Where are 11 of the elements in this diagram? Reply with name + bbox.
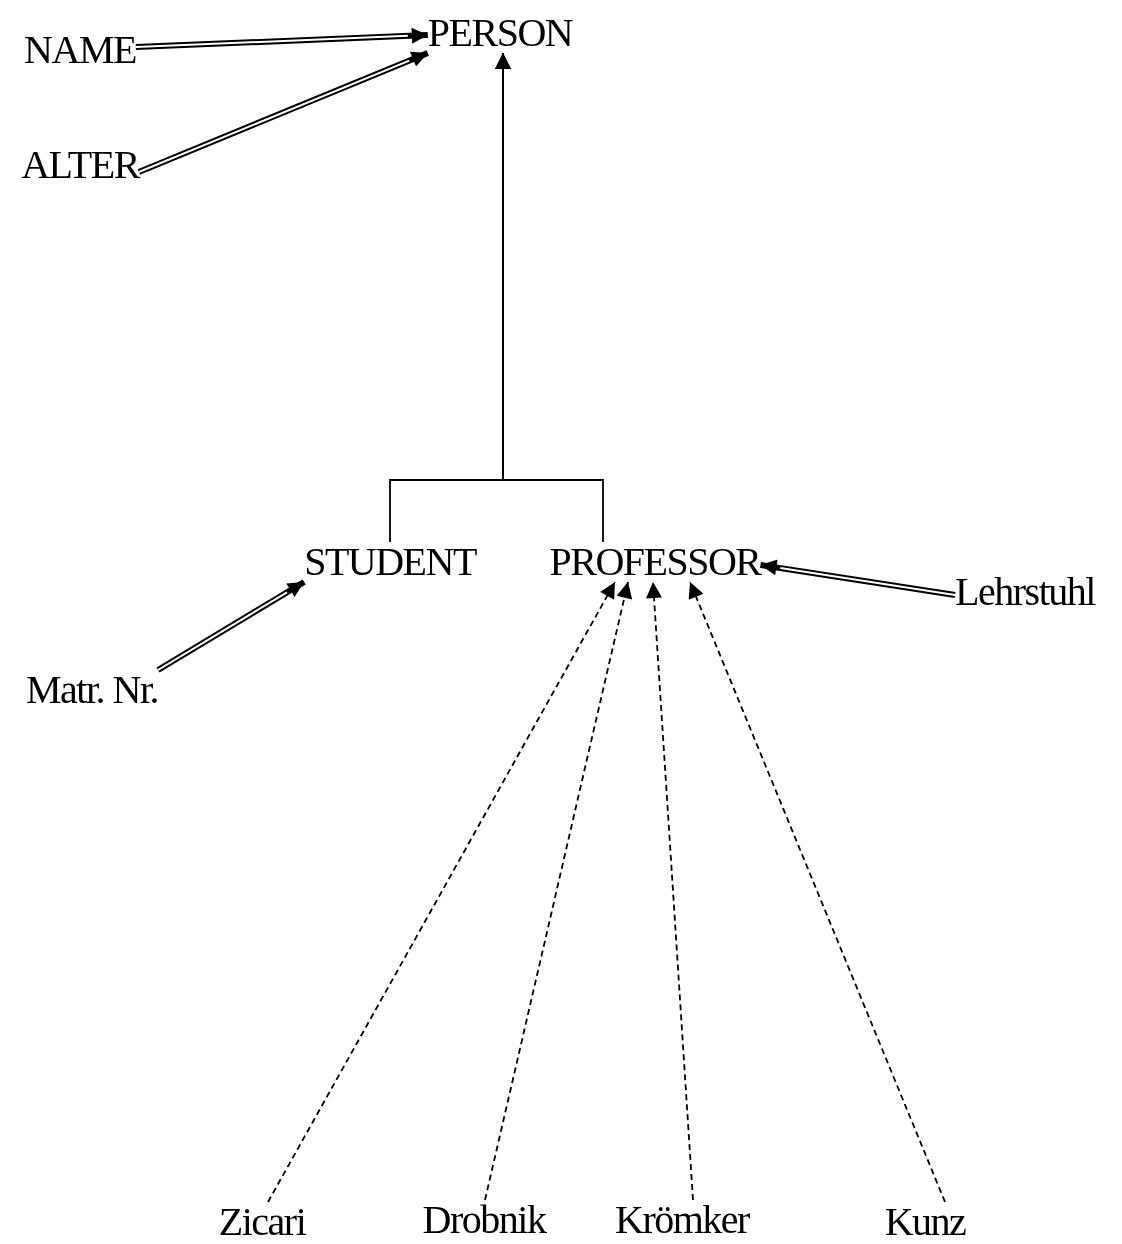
entity-label: PERSON bbox=[427, 13, 573, 53]
entity-label: ALTER bbox=[21, 145, 139, 185]
entity-label: NAME bbox=[24, 30, 136, 70]
entity-label: Krömker bbox=[615, 1200, 749, 1240]
entity-label: Kunz bbox=[884, 1202, 966, 1242]
entity-label: STUDENT bbox=[304, 542, 476, 582]
entity-label: Matr. Nr. bbox=[26, 670, 158, 710]
entity-label: PROFESSOR bbox=[549, 542, 761, 582]
entity-label: Zicari bbox=[218, 1202, 306, 1242]
entity-label: Lehrstuhl bbox=[955, 572, 1095, 612]
entity-label: Drobnik bbox=[422, 1200, 546, 1240]
